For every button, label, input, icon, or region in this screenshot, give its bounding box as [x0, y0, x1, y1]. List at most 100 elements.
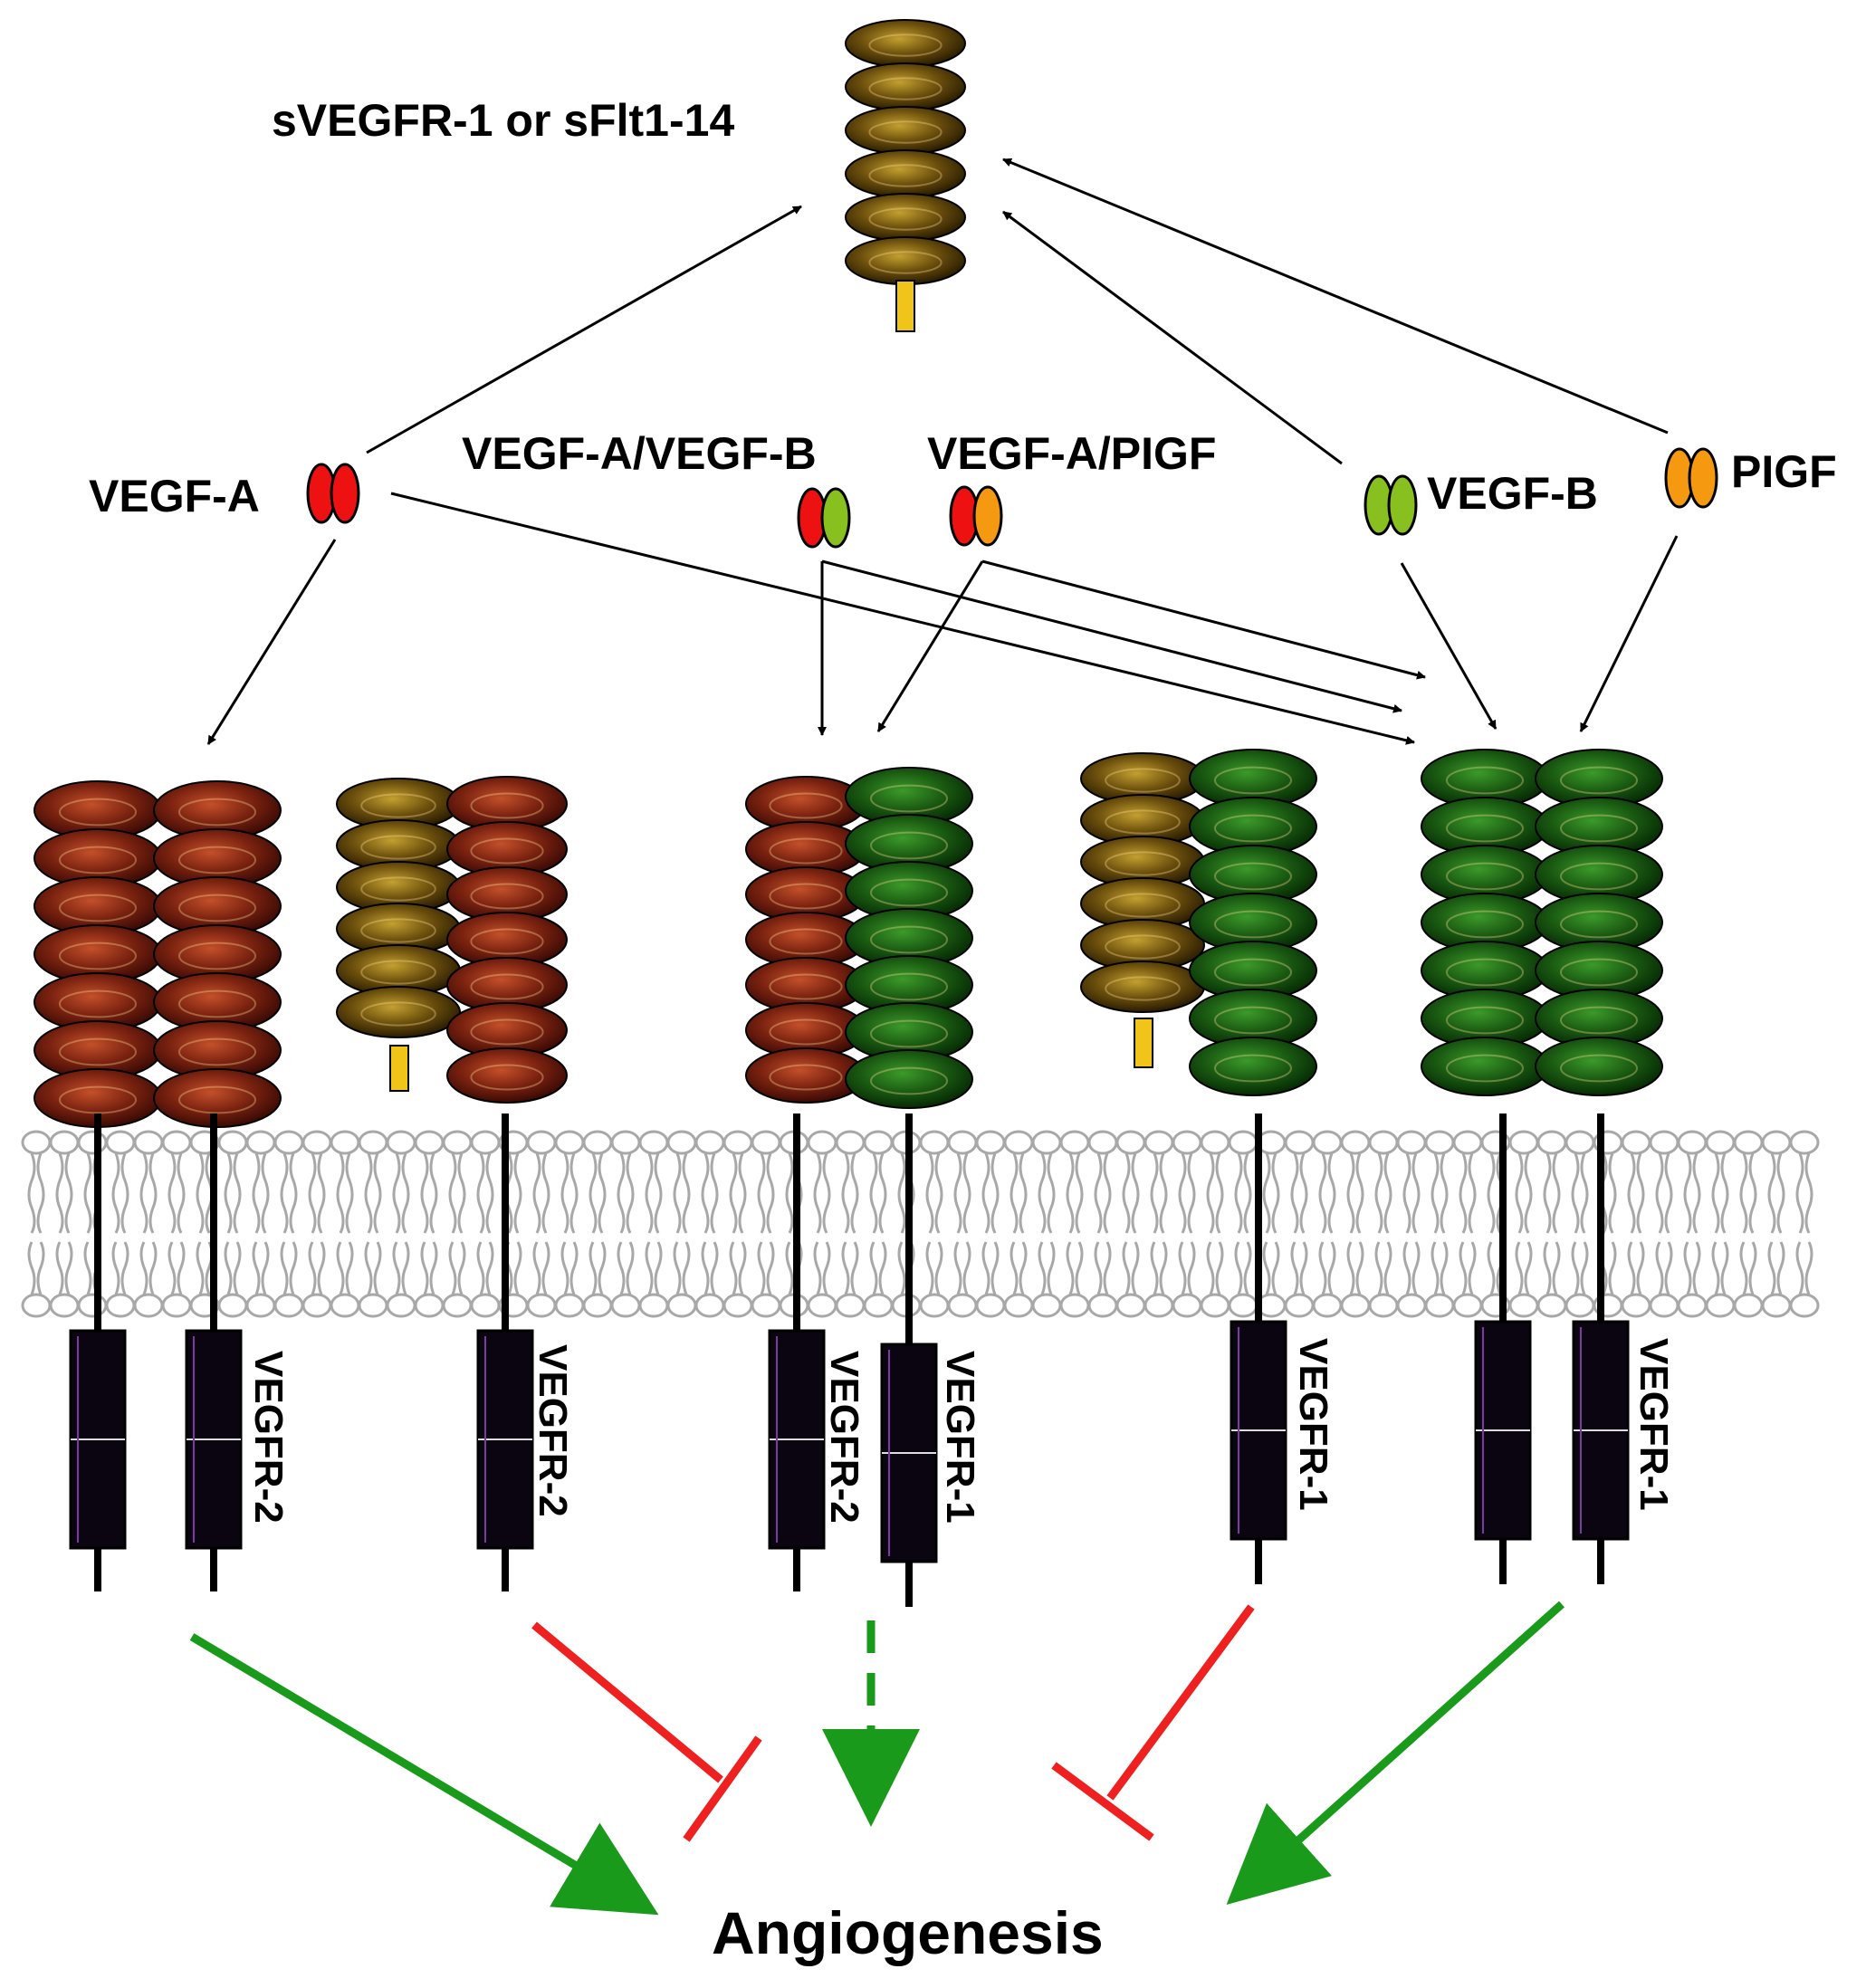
- lipid-tail: [308, 1152, 317, 1234]
- lipid-tail: [429, 1241, 438, 1295]
- lipid-tail: [1262, 1241, 1271, 1295]
- ig-domain-highlight: [868, 77, 943, 100]
- lipid-tail: [167, 1152, 177, 1234]
- lipid-tail: [617, 1152, 626, 1234]
- lipid-tail: [654, 1241, 663, 1295]
- lipid-tail: [1215, 1152, 1224, 1234]
- lipid-tail: [850, 1152, 859, 1234]
- ig-domain: [1421, 1037, 1549, 1096]
- lipid-tail: [1655, 1241, 1664, 1295]
- lipid-head: [133, 1130, 164, 1155]
- lipid-tail: [233, 1241, 242, 1295]
- lipid-tail: [83, 1241, 92, 1295]
- lipid-tail: [785, 1241, 794, 1295]
- lipid-tail: [1094, 1152, 1103, 1234]
- lipid-head: [273, 1293, 304, 1318]
- ligand-monomer: [1688, 447, 1718, 509]
- lipid-tail: [981, 1152, 990, 1234]
- lipid-tail: [925, 1152, 934, 1234]
- lipid-tail: [1468, 1152, 1477, 1234]
- ig-domain-highlight: [59, 1037, 137, 1066]
- ig-domain-highlight: [870, 784, 948, 813]
- lipid-tail: [1047, 1152, 1056, 1234]
- lipid-tail: [617, 1241, 626, 1295]
- lipid-tail: [813, 1152, 822, 1234]
- lipid-head: [1284, 1130, 1315, 1155]
- ig-domain-highlight: [1214, 766, 1292, 795]
- lipid-head: [1115, 1130, 1146, 1155]
- soluble-with-vegfr2-tail: [389, 1045, 409, 1092]
- lipid-tail: [1627, 1152, 1636, 1234]
- lipid-head: [217, 1293, 248, 1318]
- lipid-tail: [1411, 1152, 1421, 1234]
- lipid-head: [1228, 1130, 1258, 1155]
- lipid-head: [245, 1130, 276, 1155]
- lipid-tail: [1431, 1241, 1440, 1295]
- lipid-head: [526, 1293, 557, 1318]
- ig-domain-highlight: [870, 1066, 948, 1095]
- lipid-tail: [1402, 1241, 1411, 1295]
- lipid-tail: [645, 1241, 654, 1295]
- receptor-layer: [33, 19, 1663, 1607]
- lipid-tail: [513, 1152, 522, 1234]
- lipid-tail: [589, 1152, 598, 1234]
- ig-domain: [1080, 961, 1205, 1013]
- ig-domain-highlight: [1560, 910, 1638, 939]
- inhibit-arrow-right: [1106, 1604, 1255, 1801]
- binding-arrows: [206, 158, 1679, 745]
- lipid-head: [1508, 1130, 1539, 1155]
- lipid-tail: [1664, 1241, 1673, 1295]
- ig-domain-highlight: [470, 1064, 544, 1091]
- vegfr1-single-domains: [1189, 749, 1317, 1096]
- lipid-head: [610, 1130, 641, 1155]
- lipid-tail: [429, 1152, 438, 1234]
- lipid-tail: [878, 1241, 887, 1295]
- lipid-tail: [1468, 1241, 1477, 1295]
- ig-domain-highlight: [1105, 851, 1181, 876]
- lipid-head: [442, 1293, 473, 1318]
- lipid-tail: [64, 1241, 73, 1295]
- lipid-head: [330, 1130, 360, 1155]
- ig-domain-highlight: [868, 33, 943, 57]
- lipid-head: [863, 1130, 894, 1155]
- ligand-monomer: [1387, 474, 1418, 536]
- lipid-tail: [673, 1241, 682, 1295]
- lipid-head: [666, 1130, 697, 1155]
- lipid-head: [751, 1130, 781, 1155]
- lipid-tail: [598, 1241, 607, 1295]
- lipid-tail: [990, 1152, 1000, 1234]
- vegf-b-to-soluble-arrow: [1002, 210, 1343, 465]
- lipid-tail: [1580, 1241, 1589, 1295]
- lipid-tail: [111, 1241, 120, 1295]
- lipid-head: [161, 1130, 192, 1155]
- lipid-tail: [64, 1152, 73, 1234]
- lipid-tail: [1374, 1241, 1383, 1295]
- lipid-tail: [373, 1241, 382, 1295]
- lipid-tail: [1243, 1152, 1252, 1234]
- lipid-tail: [1767, 1152, 1776, 1234]
- vegf-b-to-vegfr1-arrow: [1400, 562, 1498, 730]
- lipid-tail: [1636, 1241, 1645, 1295]
- lipid-tail: [1664, 1152, 1673, 1234]
- lipid-head: [919, 1130, 950, 1155]
- lipid-tail: [701, 1152, 710, 1234]
- lipid-head: [694, 1293, 725, 1318]
- lipid-tail: [289, 1241, 298, 1295]
- lipid-tail: [757, 1152, 766, 1234]
- lipid-tail: [766, 1241, 775, 1295]
- lipid-head: [77, 1130, 108, 1155]
- lipid-tail: [1411, 1241, 1421, 1295]
- vegfr1-label-2: VEGFR-1: [1291, 1338, 1335, 1511]
- lipid-tail: [645, 1152, 654, 1234]
- lipid-tail: [1234, 1152, 1243, 1234]
- lipid-tail: [1374, 1152, 1383, 1234]
- lipid-tail: [317, 1241, 326, 1295]
- lipid-tail: [1459, 1241, 1468, 1295]
- lipid-tail: [1711, 1152, 1720, 1234]
- lipid-tail: [111, 1152, 120, 1234]
- inhibit-bar-left: [683, 1735, 762, 1842]
- lipid-tail: [1271, 1152, 1280, 1234]
- lipid-head: [1789, 1293, 1820, 1318]
- lipid-tail: [729, 1241, 738, 1295]
- lipid-tail: [738, 1152, 747, 1234]
